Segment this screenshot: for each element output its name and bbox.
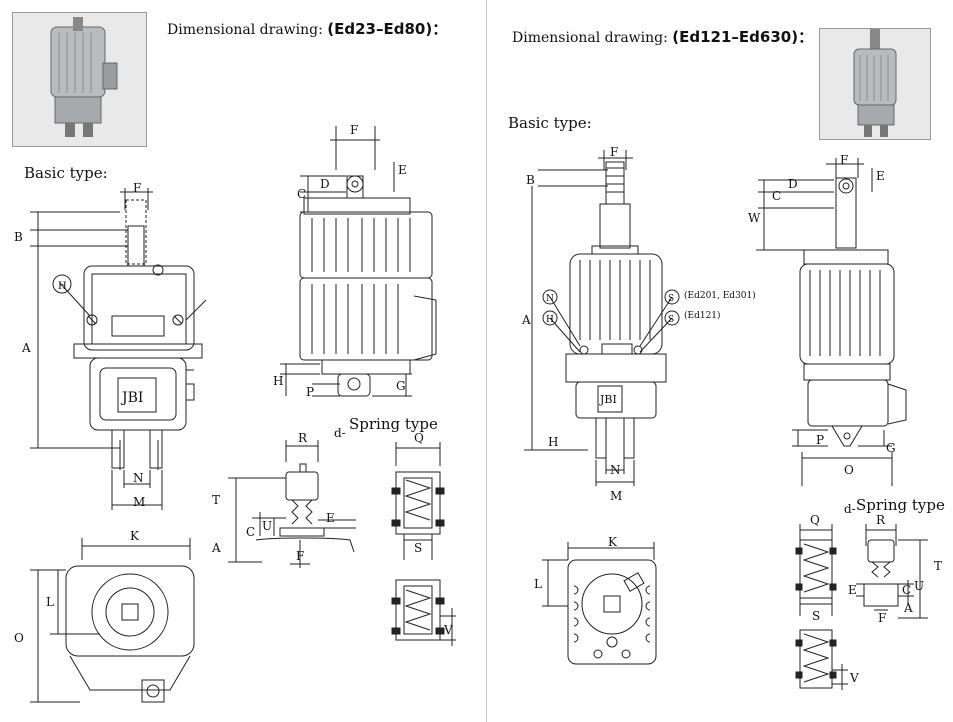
product-photo-icon <box>13 13 146 146</box>
side-view <box>280 126 437 397</box>
dim-d-right: D <box>788 177 798 191</box>
spring-detail-left <box>391 442 456 646</box>
product-photo-icon <box>820 29 930 139</box>
dim-b-right: B <box>526 173 535 187</box>
product-photo-ed23 <box>12 12 147 147</box>
dim-a-spring-right: A <box>903 601 913 615</box>
dim-q-right: Q <box>810 513 820 527</box>
dim-r: R <box>298 431 308 445</box>
dim-m-right: M <box>610 489 622 503</box>
heading-prefix: Dimensional drawing: <box>167 22 323 38</box>
dim-f-right: F <box>610 145 618 159</box>
panel-ed23-ed80: Dimensional drawing: (Ed23–Ed80)： Basic … <box>12 12 456 703</box>
dim-c-right: C <box>772 189 781 203</box>
badge-h-right: H <box>546 315 554 325</box>
heading-prefix-right: Dimensional drawing: <box>512 30 668 46</box>
dim-q: Q <box>414 431 424 445</box>
dim-d: D <box>320 177 330 191</box>
heading-suffix-right: ： <box>798 28 814 46</box>
dim-k-right: K <box>608 535 618 549</box>
dim-t: T <box>212 493 220 507</box>
dim-g-right: G <box>886 441 896 455</box>
dim-e-spring: E <box>326 511 335 525</box>
dim-e: E <box>398 163 407 177</box>
dim-f-side-right: F <box>840 153 848 167</box>
dim-o-right: O <box>844 463 854 477</box>
badge-s1-right: S <box>668 294 674 304</box>
dim-f-spring: F <box>296 549 304 563</box>
spring-detail-right <box>795 524 928 690</box>
heading-ed23: Dimensional drawing: (Ed23–Ed80)： <box>167 18 447 39</box>
heading-model-right: (Ed121–Ed630) <box>672 28 799 46</box>
dimension-drawing-ed23: F B A N M K L O F C D E H P G R T U C E … <box>14 123 456 703</box>
badge-s2-right: S <box>668 315 674 325</box>
badge-n-right: N <box>546 294 554 304</box>
dim-l-right: L <box>534 577 542 591</box>
dim-u-right: U <box>914 579 924 593</box>
basic-type-label-right: Basic type: <box>508 114 592 132</box>
dim-u: U <box>262 519 272 533</box>
spring-type-label: Spring type <box>349 415 438 433</box>
dim-m: M <box>133 495 145 509</box>
side-view-right <box>756 158 907 486</box>
heading-model: (Ed23–Ed80) <box>327 20 433 38</box>
dimension-drawing-ed121: F B A H N M K L F W C D E P G O Q S V R … <box>521 145 942 690</box>
brand-jbi-right: JBI <box>599 393 617 406</box>
top-view-right <box>542 542 657 665</box>
heading-suffix: ： <box>432 20 448 38</box>
dim-f-spring-right: F <box>878 611 886 625</box>
note-s-ed121: (Ed121) <box>684 311 721 321</box>
panel-divider <box>486 0 487 722</box>
front-view <box>30 188 207 510</box>
dim-l: L <box>46 595 54 609</box>
dim-r-right: R <box>876 513 886 527</box>
dim-s-right: S <box>812 609 820 623</box>
badge-h-left: H <box>58 281 67 292</box>
dim-e-spring-right: E <box>848 583 857 597</box>
spring-assembly-left <box>228 440 356 568</box>
dim-g: G <box>396 379 406 393</box>
note-s-ed201: (Ed201, Ed301) <box>684 291 756 301</box>
dim-k: K <box>130 529 140 543</box>
dim-a-right: A <box>521 313 531 327</box>
dim-h-right: H <box>548 435 558 449</box>
spring-type-d-right: d- <box>844 502 856 516</box>
heading-ed121: Dimensional drawing: (Ed121–Ed630)： <box>512 26 813 47</box>
dim-t-right: T <box>934 559 942 573</box>
dim-n: N <box>133 471 144 485</box>
brand-jbi-left: JBI <box>120 390 143 406</box>
dim-a-spring: A <box>211 541 221 555</box>
dim-n-right: N <box>610 463 621 477</box>
dim-f: F <box>133 181 141 195</box>
product-photo-ed121 <box>819 28 931 140</box>
front-view-right <box>524 150 680 486</box>
dim-p: P <box>306 385 314 399</box>
dim-c-spring-right: C <box>902 583 911 597</box>
dim-p-right: P <box>816 433 824 447</box>
spring-type-label-right: Spring type <box>856 496 945 514</box>
dim-b: B <box>14 230 23 244</box>
dim-a: A <box>21 341 31 355</box>
dim-v: V <box>443 623 453 637</box>
top-view <box>30 538 195 703</box>
dim-c: C <box>297 187 306 201</box>
spring-type-d: d- <box>334 426 346 440</box>
dim-f-side: F <box>350 123 358 137</box>
dim-v-right: V <box>849 671 859 685</box>
dim-o: O <box>14 631 24 645</box>
dim-w-right: W <box>748 211 761 225</box>
dim-e-right: E <box>876 169 885 183</box>
basic-type-label: Basic type: <box>24 164 108 182</box>
dim-h: H <box>273 374 283 388</box>
panel-ed121-ed630: Dimensional drawing: (Ed121–Ed630)： Basi… <box>488 0 953 722</box>
dim-c-spring: C <box>246 525 255 539</box>
dim-s: S <box>414 541 422 555</box>
